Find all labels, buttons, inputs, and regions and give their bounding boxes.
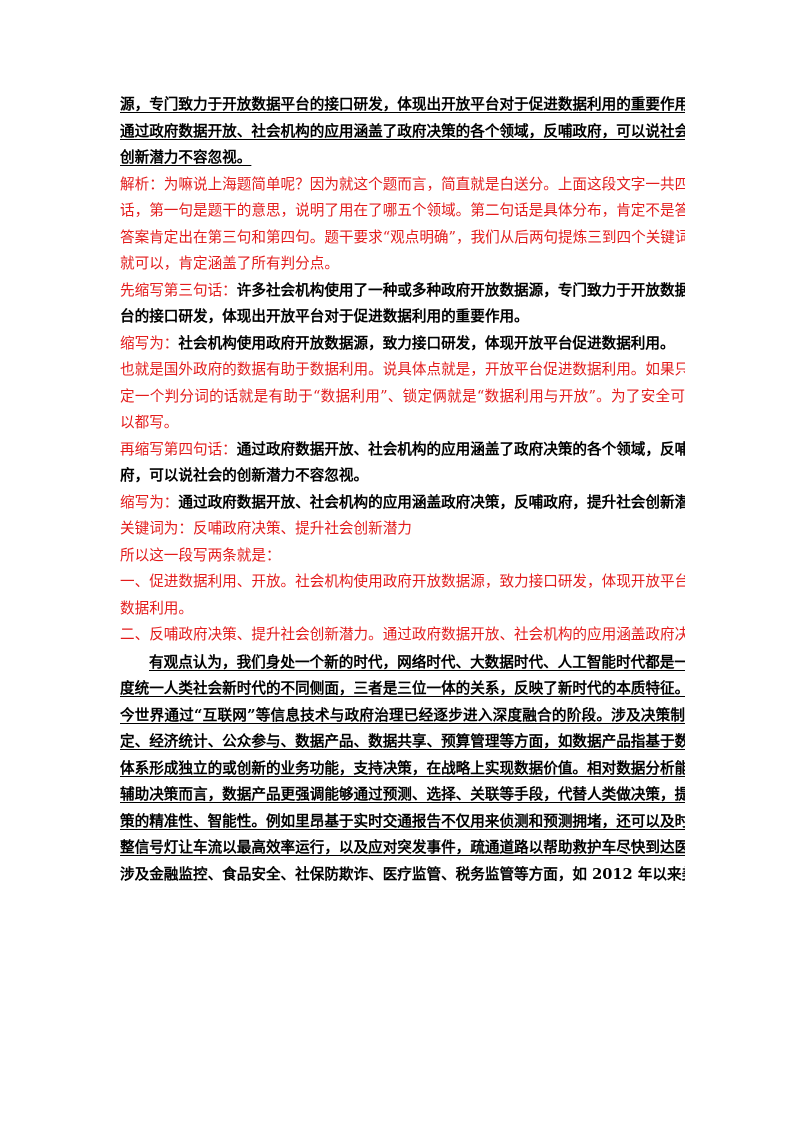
- step4-line-2: 府，可以说社会的创新潜力不容忽视。: [120, 467, 369, 484]
- point1-line: 一、促进数据利用、开放。社会机构使用政府开放数据源，致力接口研发，体现开放平台促…: [120, 573, 685, 590]
- step3-text: 许多社会机构使用了一种或多种政府开放数据源，专门致力于开放数据平: [236, 281, 685, 299]
- document-page: 源，专门致力于开放数据平台的接口研发，体现出开放平台对于促进数据利用的重要作用。…: [120, 92, 685, 888]
- summary-line: 所以这一段写两条就是：: [120, 546, 281, 564]
- step3-label: 先缩写第三句话：: [120, 281, 237, 299]
- quote-paragraph: 源，专门致力于开放数据平台的接口研发，体现出开放平台对于促进数据利用的重要作用。…: [120, 92, 685, 172]
- analysis-line: 答案肯定出在第三句和第四句。题干要求“观点明确”，我们从后两句提炼三到四个关键词: [120, 228, 685, 246]
- abbr2-line: 缩写为：通过政府数据开放、社会机构的应用涵盖政府决策，反哺政府，提升社会创新潜力…: [120, 490, 685, 517]
- essay-line: 策的精准性、智能性。例如里昂基于实时交通报告不仅用来侦测和预测拥堵，还可以及时调: [120, 812, 685, 830]
- step4-paragraph: 再缩写第四句话：通过政府数据开放、社会机构的应用涵盖了政府决策的各个领域，反哺政…: [120, 437, 685, 490]
- essay-line: 整信号灯让车流以最高效率运行，以及应对突发事件，疏通道路以帮助救护车尽快到达医院…: [120, 839, 685, 856]
- analysis-line: 就可以，肯定涵盖了所有判分点。: [120, 255, 339, 272]
- analysis-line: 话，第一句是题干的意思，说明了用在了哪五个领域。第二句话是具体分布，肯定不是答案…: [120, 202, 685, 219]
- abbr2-label: 缩写为：: [120, 493, 179, 511]
- step4-label: 再缩写第四句话：: [120, 440, 237, 458]
- analysis-paragraph: 解析：为嘛说上海题简单呢？因为就这个题而言，简直就是白送分。上面这段文字一共四句…: [120, 172, 685, 278]
- abbr1-text: 社会机构使用政府开放数据源，致力接口研发，体现开放平台促进数据利用。: [178, 334, 675, 352]
- step3-line-2: 台的接口研发，体现出开放平台对于促进数据利用的重要作用。: [120, 308, 529, 325]
- explain1-line: 定一个判分词的话就是有助于“数据利用”、锁定俩就是“数据利用与开放”。为了安全可: [120, 387, 685, 405]
- essay-line: 辅助决策而言，数据产品更强调能够通过预测、选择、关联等手段，代替人类做决策，提高…: [120, 786, 685, 803]
- explain1-paragraph: 也就是国外政府的数据有助于数据利用。说具体点就是，开放平台促进数据利用。如果只锁…: [120, 357, 685, 437]
- essay-line: 定、经济统计、公众参与、数据产品、数据共享、预算管理等方面，如数据产品指基于数据…: [120, 733, 685, 750]
- essay-line: 有观点认为，我们身处一个新的时代，网络时代、大数据时代、人工智能时代都是一个高: [149, 653, 685, 671]
- explain1-line: 也就是国外政府的数据有助于数据利用。说具体点就是，开放平台促进数据利用。如果只锁: [120, 361, 685, 378]
- quote-line: 源，专门致力于开放数据平台的接口研发，体现出开放平台对于促进数据利用的重要作用。: [120, 96, 685, 113]
- step4-text: 通过政府数据开放、社会机构的应用涵盖了政府决策的各个领域，反哺政: [236, 440, 685, 458]
- abbr1-line: 缩写为：社会机构使用政府开放数据源，致力接口研发，体现开放平台促进数据利用。: [120, 331, 685, 358]
- essay-line: 度统一人类社会新时代的不同侧面，三者是三位一体的关系，反映了新时代的本质特征。当: [120, 680, 685, 697]
- quote-line: 创新潜力不容忽视。: [120, 149, 252, 166]
- point1-line: 数据利用。: [120, 599, 193, 617]
- point2-line: 二、反哺政府决策、提升社会创新潜力。通过政府数据开放、社会机构的应用涵盖政府决策…: [120, 626, 685, 643]
- abbr1-label: 缩写为：: [120, 334, 179, 352]
- keywords-line: 关键词为：反哺政府决策、提升社会创新潜力: [120, 520, 412, 537]
- essay-line: 今世界通过“互联网”等信息技术与政府治理已经逐步进入深度融合的阶段。涉及决策制: [120, 706, 685, 724]
- quote-line: 通过政府数据开放、社会机构的应用涵盖了政府决策的各个领域，反哺政府，可以说社会的: [120, 122, 685, 140]
- abbr2-text: 通过政府数据开放、社会机构的应用涵盖政府决策，反哺政府，提升社会创新潜力。: [178, 493, 685, 511]
- step3-line: 先缩写第三句话：许多社会机构使用了一种或多种政府开放数据源，专门致力于开放数据平: [120, 278, 685, 305]
- essay-line: 涉及金融监控、食品安全、社保防欺诈、医疗监管、税务监管等方面，如 2012 年以…: [120, 865, 685, 883]
- point1-paragraph: 一、促进数据利用、开放。社会机构使用政府开放数据源，致力接口研发，体现开放平台促…: [120, 569, 685, 622]
- essay-line: 体系形成独立的或创新的业务功能，支持决策，在战略上实现数据价值。相对数据分析能够: [120, 759, 685, 777]
- essay-paragraph: 有观点认为，我们身处一个新的时代，网络时代、大数据时代、人工智能时代都是一个高 …: [120, 650, 685, 889]
- step4-line: 再缩写第四句话：通过政府数据开放、社会机构的应用涵盖了政府决策的各个领域，反哺政: [120, 437, 685, 464]
- step3-paragraph: 先缩写第三句话：许多社会机构使用了一种或多种政府开放数据源，专门致力于开放数据平…: [120, 278, 685, 331]
- analysis-line: 解析：为嘛说上海题简单呢？因为就这个题而言，简直就是白送分。上面这段文字一共四句: [120, 175, 685, 193]
- explain1-line: 以都写。: [120, 414, 179, 431]
